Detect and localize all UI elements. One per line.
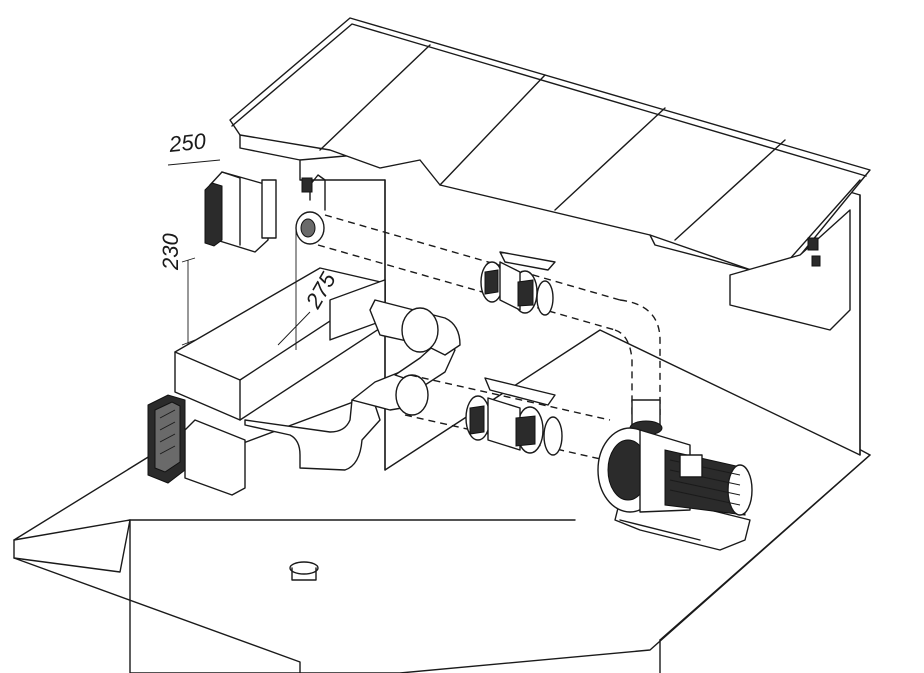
skimmer-weir — [147, 394, 186, 484]
electrical-box — [729, 209, 851, 331]
dimension-height-label: 230 — [158, 233, 183, 271]
wall-inlet-fitting — [204, 171, 277, 253]
dimension-width-label: 250 — [167, 128, 208, 157]
upper-return-pipe — [317, 214, 661, 415]
deck-cover — [229, 17, 871, 281]
skimmer-box — [174, 267, 386, 421]
skimmer-base — [184, 419, 246, 496]
floor-drain — [289, 561, 319, 581]
dimension-lines — [167, 159, 311, 350]
pump-motor — [597, 399, 753, 551]
lower-ball-valve — [465, 377, 563, 456]
return-fitting — [295, 174, 326, 245]
suction-pipe — [244, 299, 461, 471]
upper-ball-valve — [480, 251, 556, 316]
